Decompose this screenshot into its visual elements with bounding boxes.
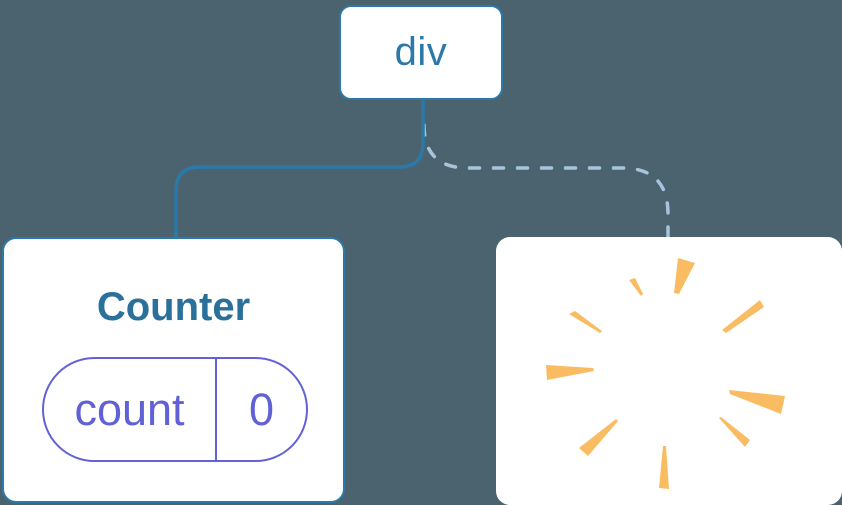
state-pill-value: 0 [248,383,275,435]
poof-ray [629,278,643,296]
poof-ray [579,419,618,456]
state-pill-key: count [74,383,185,435]
poof-ray [722,300,764,333]
state-pill: count 0 [42,357,308,462]
node-removed [496,237,842,505]
poof-ray [659,446,669,489]
edge-div-to-removed-dashed [422,123,670,240]
node-div-label: div [394,30,448,74]
poof-ray [674,258,695,294]
poof-ray [546,365,594,380]
poof-ray [569,311,602,333]
counter-title: Counter [96,285,251,329]
poof-ray [719,417,750,447]
state-pill-divider [215,359,217,460]
node-counter: Counter count 0 [2,237,345,503]
poof-ray [729,390,785,414]
edge-div-to-counter-solid [174,99,425,238]
node-div: div [339,5,503,100]
poof-burst-icon [546,258,785,489]
